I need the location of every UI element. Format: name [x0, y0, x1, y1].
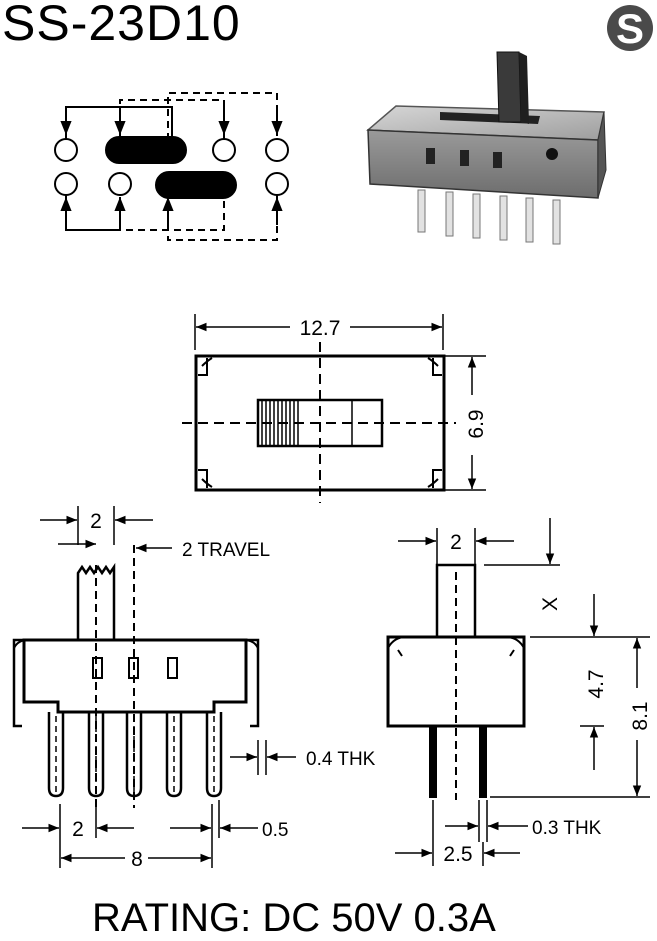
travel-label: 2 TRAVEL: [182, 540, 270, 561]
contact-terminal: [54, 172, 78, 196]
side-body-height-label: 4.7: [585, 669, 608, 698]
top-view-height-label: 6.9: [465, 409, 488, 438]
side-view-body: [386, 635, 526, 728]
slider-bridge: [155, 171, 237, 199]
contact-terminal: [108, 172, 132, 196]
side-total-height-label: 8.1: [629, 701, 652, 730]
rating-label: RATING: DC 50V 0.3A: [92, 896, 496, 940]
front-actuator-width-label: 2: [90, 510, 102, 533]
logo-letter: S: [616, 5, 644, 52]
front-pin-span-label: 8: [131, 848, 143, 871]
side-actuator-width-label: 2: [450, 531, 462, 554]
brand-logo: S: [607, 5, 653, 52]
contact-terminal: [212, 138, 236, 162]
top-view: 12.7 6.9: [182, 314, 488, 503]
top-view-width-label: 12.7: [300, 317, 341, 340]
front-view-body: [22, 638, 248, 714]
schematic-arrows: [60, 107, 283, 225]
front-pin-pitch-label: 2: [72, 818, 84, 841]
side-view: 2 X 4.7 8.1 0.3 THK: [386, 518, 652, 866]
front-view: 2 2 TRAVEL: [12, 506, 376, 871]
slider-bridge: [105, 136, 187, 164]
product-actuator: [496, 51, 522, 123]
front-pin-width-label: 0.5: [262, 820, 288, 841]
side-pin: [429, 726, 437, 798]
front-view-pins: [47, 712, 223, 798]
circuit-schematic: [54, 92, 289, 241]
side-pin: [479, 726, 487, 798]
contact-terminal: [54, 138, 78, 162]
contact-terminal: [265, 138, 289, 162]
side-pin-spacing-label: 2.5: [443, 843, 472, 866]
contact-terminal: [265, 172, 289, 196]
side-pin-thickness-label: 0.3 THK: [532, 818, 602, 839]
side-actuator-height-label: X: [539, 597, 562, 611]
schematic-dashed-frames: [119, 92, 278, 241]
schematic-contacts: [54, 138, 289, 196]
front-pin-thickness-label: 0.4 THK: [306, 749, 376, 770]
product-illustration: [366, 51, 607, 245]
schematic-solid-frames: [65, 106, 225, 231]
product-body: [367, 129, 599, 199]
model-title: SS-23D10: [2, 0, 241, 51]
product-pins: [417, 189, 561, 245]
